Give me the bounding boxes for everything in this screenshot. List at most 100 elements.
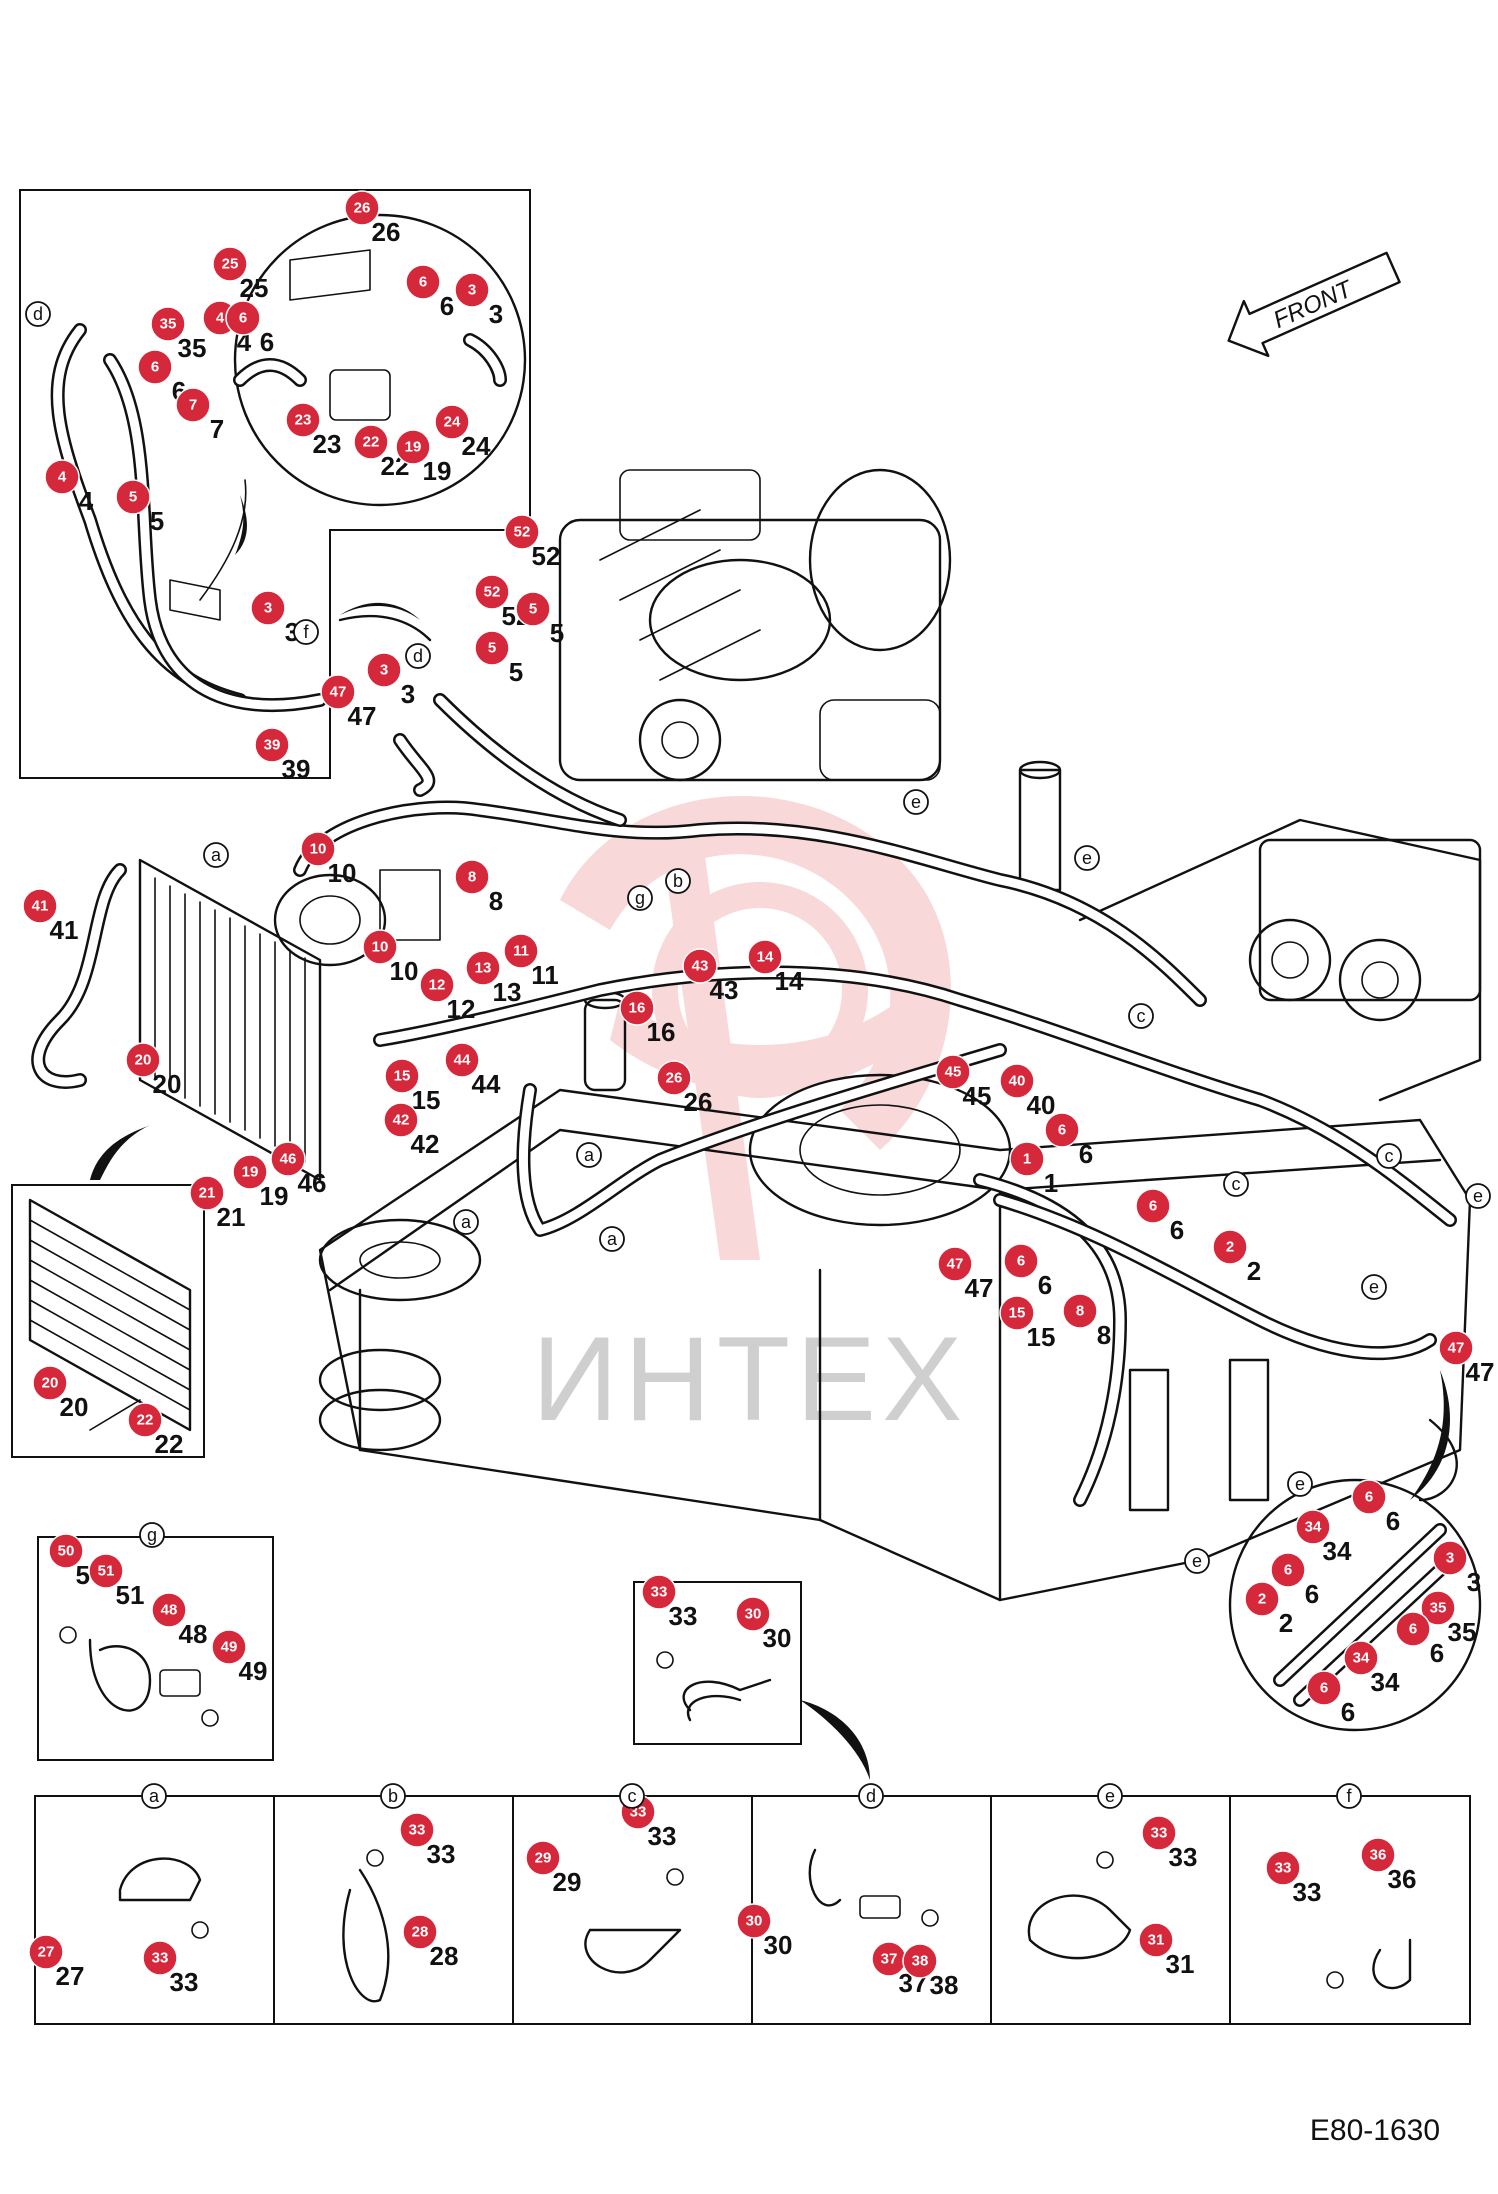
part-number: 6	[1305, 1579, 1319, 1609]
view-letter-c: c	[1376, 1143, 1402, 1169]
part-number: 7	[210, 414, 224, 444]
callout-number: 34	[1305, 1519, 1322, 1536]
callout-marker	[1270, 1552, 1306, 1588]
engine	[558, 468, 952, 782]
part-number: 21	[217, 1202, 246, 1232]
callout-marker	[212, 246, 248, 282]
callout-number: 21	[199, 1185, 216, 1202]
part-number: 40	[1027, 1090, 1056, 1120]
callout-marker	[384, 1058, 420, 1094]
callout-8: 88	[454, 859, 503, 916]
callout-number: 40	[1009, 1073, 1026, 1090]
callout-number: 14	[757, 949, 774, 966]
part-number: 15	[1027, 1322, 1056, 1352]
view-letter-c: c	[1223, 1171, 1249, 1197]
view-letter-text: g	[635, 888, 645, 908]
callout-number: 10	[310, 841, 327, 858]
part-number: 5	[509, 657, 523, 687]
callout-6: 66	[137, 349, 186, 406]
callout-number: 4	[216, 310, 225, 327]
part-number: 52	[532, 541, 561, 571]
view-letter-marker	[1465, 1183, 1491, 1209]
part-number: 12	[447, 994, 476, 1024]
part-number: 11	[531, 960, 559, 990]
callout-marker	[189, 1175, 225, 1211]
callout-number: 30	[746, 1913, 763, 1930]
callout-number: 44	[454, 1052, 471, 1069]
callout-6: 66	[1270, 1552, 1319, 1609]
callout-number: 8	[1076, 1303, 1084, 1320]
callout-3: 33	[454, 272, 503, 329]
part-number: 33	[170, 1967, 199, 1997]
part-number: 4	[79, 486, 94, 516]
part-number: 34	[1323, 1536, 1352, 1566]
callout-number: 23	[295, 412, 312, 429]
callout-marker	[353, 424, 389, 460]
callout-number: 30	[745, 1606, 762, 1623]
part-number: 42	[411, 1129, 440, 1159]
compressor	[273, 869, 441, 967]
callout-marker	[1360, 1837, 1396, 1873]
callout-number: 6	[1017, 1253, 1025, 1270]
part-number: 16	[647, 1017, 676, 1047]
part-number: 14	[775, 966, 804, 996]
callout-number: 5	[488, 640, 496, 657]
callout-number: 7	[189, 397, 197, 414]
part-number: 8	[489, 886, 503, 916]
callout-number: 42	[393, 1112, 410, 1129]
detail-panel-e: e	[1097, 1783, 1123, 1809]
view-letter-a: a	[599, 1226, 625, 1252]
part-number: 33	[669, 1601, 698, 1631]
view-letter-f: f	[293, 619, 319, 645]
view-letter-marker	[1074, 845, 1100, 871]
part-number: 20	[60, 1392, 89, 1422]
view-letter-marker	[1376, 1143, 1402, 1169]
part-number: 34	[1371, 1667, 1400, 1697]
view-letter-text: d	[413, 646, 423, 666]
callout-number: 2	[1226, 1239, 1234, 1256]
callout-marker	[270, 1141, 306, 1177]
callout-marker	[656, 1060, 692, 1096]
part-number: 6	[440, 291, 454, 321]
part-number: 33	[1169, 1842, 1198, 1872]
view-letter-text: f	[303, 622, 309, 642]
view-letter-marker	[599, 1226, 625, 1252]
part-number: 6	[1038, 1270, 1052, 1300]
callout-number: 31	[1148, 1932, 1165, 1949]
callout-marker	[399, 1812, 435, 1848]
inset-top-left	[19, 189, 531, 779]
callout-marker	[454, 272, 490, 308]
part-number: 47	[1466, 1357, 1495, 1387]
callout-number: 24	[444, 414, 461, 431]
detail-panel-letter: d	[866, 1786, 876, 1806]
callout-marker	[1212, 1229, 1248, 1265]
callout-number: 15	[1009, 1305, 1026, 1322]
detail-panel-d: d	[858, 1783, 884, 1809]
callout-marker	[125, 1042, 161, 1078]
detail-panel-marker	[1336, 1783, 1362, 1809]
callout-number: 6	[1409, 1621, 1417, 1638]
callout-6: 66	[1351, 1479, 1400, 1536]
callout-marker	[48, 1533, 84, 1569]
view-letter-e: e	[1184, 1548, 1210, 1574]
